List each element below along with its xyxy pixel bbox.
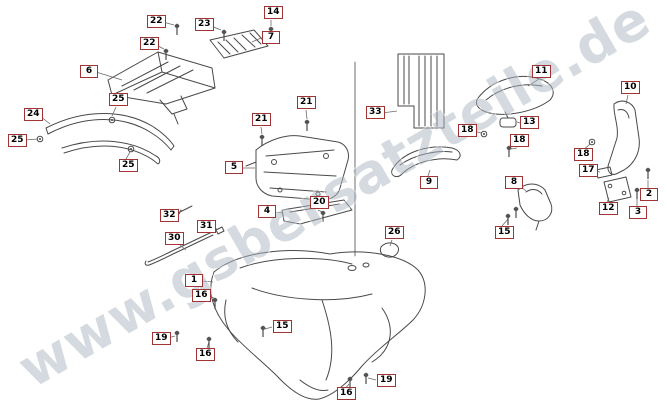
part-label-20[interactable]: 20 [310, 196, 329, 209]
part-label-7[interactable]: 7 [262, 31, 280, 44]
part-10-side-bracket [607, 100, 640, 175]
part-label-24[interactable]: 24 [24, 108, 43, 121]
part-13-spacer [499, 111, 517, 128]
part-7-grid-plate [209, 29, 269, 59]
part-label-12[interactable]: 12 [599, 202, 618, 215]
part-label-8[interactable]: 8 [505, 176, 523, 189]
part-12-strap [603, 176, 632, 203]
part-label-16[interactable]: 16 [192, 289, 211, 302]
part-label-25[interactable]: 25 [109, 93, 128, 106]
part-1-rear-fender-body [210, 250, 426, 400]
part-label-21[interactable]: 21 [252, 113, 271, 126]
part-label-6[interactable]: 6 [80, 65, 98, 78]
part-33-panel [397, 53, 445, 129]
part-label-2[interactable]: 2 [640, 188, 658, 201]
part-label-22[interactable]: 22 [147, 15, 166, 28]
part-label-18[interactable]: 18 [458, 124, 477, 137]
part-label-25[interactable]: 25 [119, 159, 138, 172]
part-label-17[interactable]: 17 [579, 164, 598, 177]
part-label-26[interactable]: 26 [385, 226, 404, 239]
part-label-5[interactable]: 5 [225, 161, 243, 174]
part-label-25[interactable]: 25 [8, 134, 27, 147]
part-label-21[interactable]: 21 [297, 96, 316, 109]
part-label-16[interactable]: 16 [337, 387, 356, 400]
part-11-fender-top [475, 76, 554, 115]
part-30-rod [144, 231, 214, 266]
part-label-15[interactable]: 15 [495, 226, 514, 239]
part-label-30[interactable]: 30 [165, 232, 184, 245]
part-label-22[interactable]: 22 [140, 37, 159, 50]
part-label-19[interactable]: 19 [152, 332, 171, 345]
part-label-18[interactable]: 18 [510, 134, 529, 147]
part-label-1[interactable]: 1 [185, 274, 203, 287]
part-24-25-grab-rail [45, 113, 175, 165]
part-label-9[interactable]: 9 [420, 176, 438, 189]
part-label-11[interactable]: 11 [532, 65, 551, 78]
part-label-33[interactable]: 33 [366, 106, 385, 119]
part-label-23[interactable]: 23 [195, 18, 214, 31]
part-label-16[interactable]: 16 [196, 348, 215, 361]
part-label-19[interactable]: 19 [377, 374, 396, 387]
part-9-duct [391, 146, 461, 178]
part-label-31[interactable]: 31 [197, 220, 216, 233]
part-31-clip [215, 226, 225, 235]
part-label-32[interactable]: 32 [160, 209, 179, 222]
part-label-14[interactable]: 14 [264, 6, 283, 19]
part-label-3[interactable]: 3 [629, 206, 647, 219]
part-8-bracket [517, 183, 553, 231]
part-label-10[interactable]: 10 [621, 81, 640, 94]
part-5-center-bracket [245, 135, 349, 201]
part-label-4[interactable]: 4 [258, 205, 276, 218]
part-26-flap [379, 242, 399, 258]
part-label-18[interactable]: 18 [574, 148, 593, 161]
part-label-13[interactable]: 13 [520, 116, 539, 129]
part-label-15[interactable]: 15 [273, 320, 292, 333]
